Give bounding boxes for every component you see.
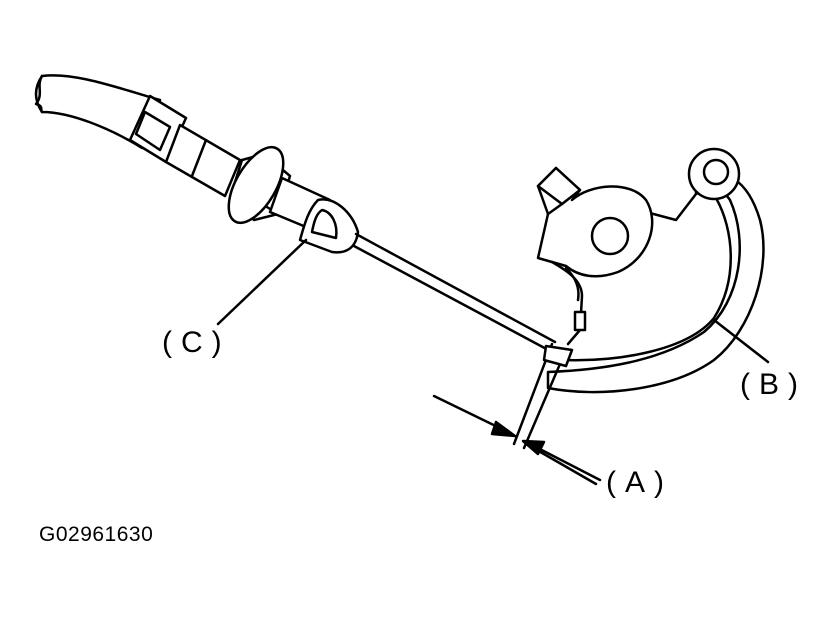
threaded-section — [164, 123, 242, 198]
figure-id: G02961630 — [39, 523, 154, 546]
washer — [227, 146, 285, 224]
lever-arm — [546, 147, 765, 394]
outer-cable-sheath — [34, 74, 162, 150]
cam-bracket — [536, 166, 654, 346]
leader-lines — [216, 238, 770, 486]
label-c: (C) — [162, 326, 231, 359]
label-b: (B) — [740, 368, 807, 401]
gauge-plate — [512, 342, 574, 450]
label-a: (A) — [606, 466, 673, 499]
cable-end-fitting — [298, 198, 360, 254]
inner-cable-wire — [352, 232, 557, 354]
